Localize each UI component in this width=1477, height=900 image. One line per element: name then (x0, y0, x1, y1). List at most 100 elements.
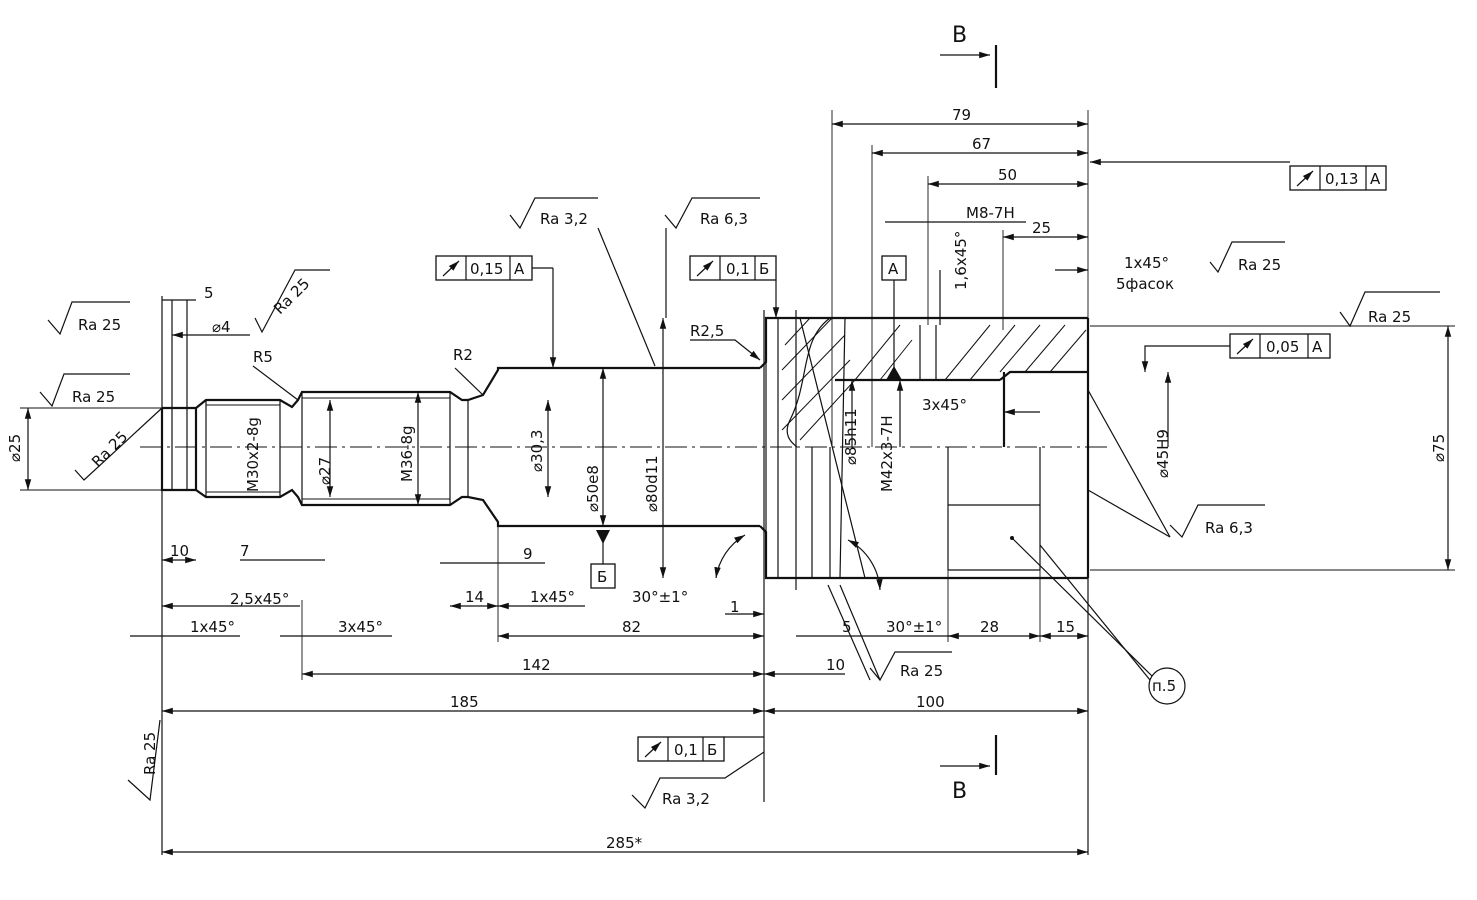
dim-5: 5 (204, 284, 214, 302)
svg-text:Ra 25: Ra 25 (78, 316, 121, 334)
svg-text:А: А (1312, 338, 1323, 356)
dimension-labels: 79 67 50 25 M8-7H 5 ⌀4 10 7 9 14 82 142 … (6, 106, 1448, 852)
svg-text:п.5: п.5 (1152, 677, 1176, 695)
tolerance-frame-1: 0,15 А (435, 255, 557, 368)
chamfer-2-5: 2,5x45° (230, 590, 289, 608)
roughness-ra11: Ra 3,2 (631, 751, 765, 810)
shaft-outline (160, 310, 1090, 590)
svg-text:А: А (1370, 170, 1381, 188)
roughness-ra7: Ra 25 (1209, 241, 1285, 274)
roughness-ra9: Ra 6,3 (1169, 504, 1265, 539)
roughness-ra3: Ra 25 (254, 269, 330, 334)
dim-phi45: ⌀45H9 (1154, 429, 1172, 478)
chamfer-1b: 1x45° (530, 588, 575, 606)
radius-r5: R5 (253, 348, 273, 366)
svg-text:А: А (514, 260, 525, 278)
item-balloon: п.5 (1010, 536, 1186, 705)
tolerance-frame-3: 0,13 А (1090, 158, 1387, 191)
dim-142: 142 (522, 656, 551, 674)
dim-82: 82 (622, 618, 641, 636)
leaders (252, 270, 1171, 681)
svg-text:Ra 25: Ra 25 (1238, 256, 1281, 274)
dim-50: 50 (998, 166, 1017, 184)
dim-10b: 10 (826, 656, 845, 674)
dim-phi4: ⌀4 (212, 318, 231, 336)
chamfer-1-6: 1,6x45° (952, 231, 970, 290)
dim-67: 67 (972, 135, 991, 153)
dim-phi85: ⌀85h11 (842, 408, 860, 465)
dim-phi50: ⌀50e8 (584, 465, 602, 512)
roughness-ra2: Ra 25 (39, 373, 130, 408)
roughness-ra6: Ra 6,3 (664, 197, 760, 318)
dim-7: 7 (240, 542, 250, 560)
section-mark-bottom: В (940, 735, 998, 804)
svg-text:0,05: 0,05 (1266, 338, 1299, 356)
roughness-ra4: Ra 25 (74, 407, 163, 481)
svg-text:0,15: 0,15 (470, 260, 503, 278)
dim-m42: M42x3-7H (878, 415, 896, 492)
roughness-ra12: Ra 25 (127, 719, 161, 802)
dim-phi30-3: ⌀30,3 (528, 430, 546, 472)
roughness-ra10: Ra 25 (869, 651, 952, 682)
svg-text:Ra 25: Ra 25 (141, 732, 159, 775)
svg-text:0,1: 0,1 (674, 741, 698, 759)
dim-25: 25 (1032, 219, 1051, 237)
section-mark-top: В (940, 23, 998, 88)
svg-text:Ra 25: Ra 25 (900, 662, 943, 680)
dim-phi75: ⌀75 (1430, 434, 1448, 462)
chamfer-1a: 1x45° (190, 618, 235, 636)
svg-text:Б: Б (759, 260, 769, 278)
datum-a: А (881, 255, 907, 380)
roughness-ra8: Ra 25 (1339, 291, 1440, 328)
roughness-symbols: Ra 25 Ra 25 Ra 25 Ra 25 Ra 3,2 Ra 6,3 Ra… (39, 197, 1440, 810)
radius-r2: R2 (453, 346, 473, 364)
chamfer-count: 5фасок (1116, 275, 1174, 293)
svg-text:0,1: 0,1 (726, 260, 750, 278)
dim-9: 9 (523, 545, 533, 563)
dim-185: 185 (450, 693, 479, 711)
dim-phi80: ⌀80d11 (643, 455, 661, 512)
dim-14: 14 (465, 588, 484, 606)
svg-text:В: В (952, 779, 967, 804)
radius-r25: R2,5 (690, 322, 724, 340)
svg-text:Ra 6,3: Ra 6,3 (700, 210, 748, 228)
dim-m36: M36-8g (398, 425, 416, 482)
dim-15: 15 (1056, 618, 1075, 636)
dimension-lines (20, 110, 1455, 856)
dim-10: 10 (170, 542, 189, 560)
angle-2: 30°±1° (886, 618, 942, 636)
angle-1: 30°±1° (632, 588, 688, 606)
roughness-ra1: Ra 25 (47, 301, 130, 336)
dim-m30: M30x2-8g (244, 417, 262, 492)
chamfer-3b: 3x45° (922, 396, 967, 414)
svg-text:Ra 6,3: Ra 6,3 (1205, 519, 1253, 537)
svg-text:Ra 25: Ra 25 (88, 428, 131, 471)
svg-text:Б: Б (597, 568, 607, 586)
dim-1: 1 (730, 598, 740, 616)
dim-phi27: ⌀27 (316, 457, 334, 485)
svg-text:Ra 3,2: Ra 3,2 (662, 790, 710, 808)
tolerance-frame-5: 0,1 Б (637, 736, 764, 762)
svg-text:Ra 25: Ra 25 (72, 388, 115, 406)
chamfer-3a: 3x45° (338, 618, 383, 636)
tolerance-frame-4: 0,05 А (1141, 333, 1331, 372)
svg-text:0,13: 0,13 (1325, 170, 1358, 188)
svg-text:А: А (888, 260, 899, 278)
svg-text:Б: Б (707, 741, 717, 759)
roughness-ra5: Ra 3,2 (509, 197, 656, 367)
svg-text:Ra 25: Ra 25 (270, 275, 313, 318)
dim-5b: 5 (842, 618, 852, 636)
dim-285: 285* (606, 834, 643, 852)
dim-100: 100 (916, 693, 945, 711)
section-hatching (781, 317, 1087, 441)
tolerance-frames: 0,15 А 0,1 Б 0,13 А 0,05 А (435, 158, 1387, 762)
chamfer-1c: 1x45° (1124, 254, 1169, 272)
thread-m8: M8-7H (966, 204, 1015, 222)
svg-text:Ra 3,2: Ra 3,2 (540, 210, 588, 228)
dim-phi25: ⌀25 (6, 434, 24, 462)
svg-text:В: В (952, 23, 967, 48)
dim-79: 79 (952, 106, 971, 124)
svg-text:Ra 25: Ra 25 (1368, 308, 1411, 326)
dim-28: 28 (980, 618, 999, 636)
